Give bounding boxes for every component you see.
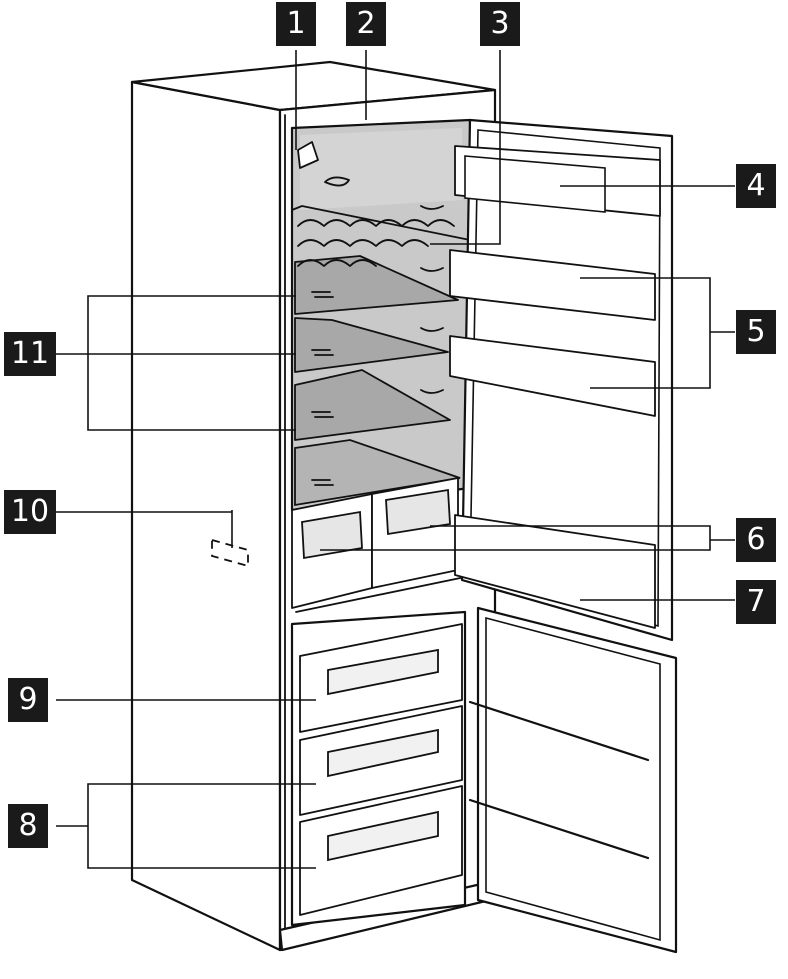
interior-light [297,141,319,169]
callout-1-label: 1 [286,6,306,41]
callout-3: 3 [480,2,520,46]
callout-2-label: 2 [356,6,376,41]
callout-6: 6 [736,518,776,562]
callout-5-label: 5 [746,314,766,349]
fridge-compartment [290,118,472,613]
callout-5: 5 [736,310,776,354]
freezer-compartment [290,610,467,927]
callout-10: 10 [4,490,56,534]
callout-6-label: 6 [746,522,766,557]
callout-10-label: 10 [10,494,50,529]
freezer-door [468,606,678,954]
callout-11-label: 11 [10,336,50,371]
bottle-rack [291,205,471,267]
callout-4-label: 4 [746,168,766,203]
door-balcony-middle [449,249,656,321]
callout-2: 2 [346,2,386,46]
callout-8: 8 [8,804,48,848]
callout-11: 11 [4,332,56,376]
callout-1: 1 [276,2,316,46]
callout-4: 4 [736,164,776,208]
rating-plate-marker [211,510,249,568]
fridge-door [449,118,674,642]
glass-shelf-3 [294,369,451,441]
callout-7: 7 [736,580,776,624]
door-balcony-lower [449,335,656,417]
leader-lines [56,50,735,869]
callout-9-label: 9 [18,682,38,717]
callout-3-label: 3 [490,6,510,41]
callout-7-label: 7 [746,584,766,619]
callout-8-label: 8 [18,808,38,843]
callout-9: 9 [8,678,48,722]
